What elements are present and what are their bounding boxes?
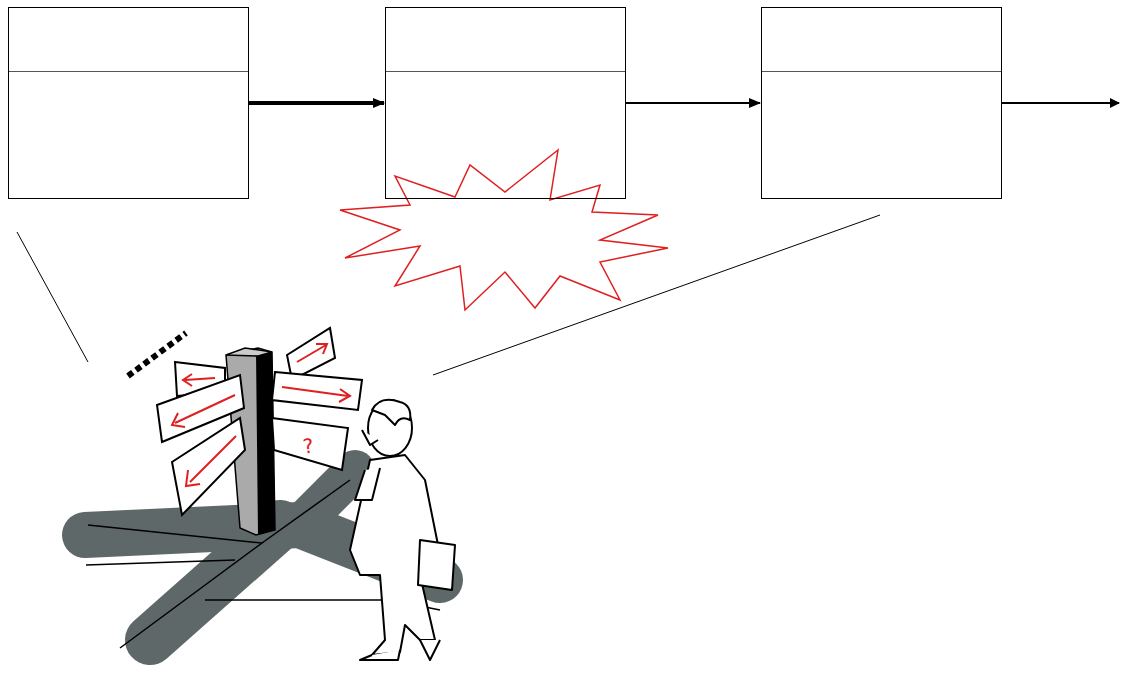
- flow-arrow: [249, 101, 384, 105]
- process-box: [385, 7, 626, 199]
- header-divider: [386, 8, 625, 72]
- leader-line: [17, 232, 88, 362]
- starburst: [340, 150, 668, 310]
- header-divider: [9, 8, 248, 72]
- exit-arrow: [1001, 102, 1119, 104]
- signpost: [157, 328, 362, 535]
- process-box: [8, 7, 249, 199]
- header-divider: [762, 8, 1001, 72]
- process-box: [761, 7, 1002, 199]
- leader-line: [433, 215, 880, 375]
- flow-arrow: [626, 102, 760, 104]
- thinking-man: [350, 400, 455, 660]
